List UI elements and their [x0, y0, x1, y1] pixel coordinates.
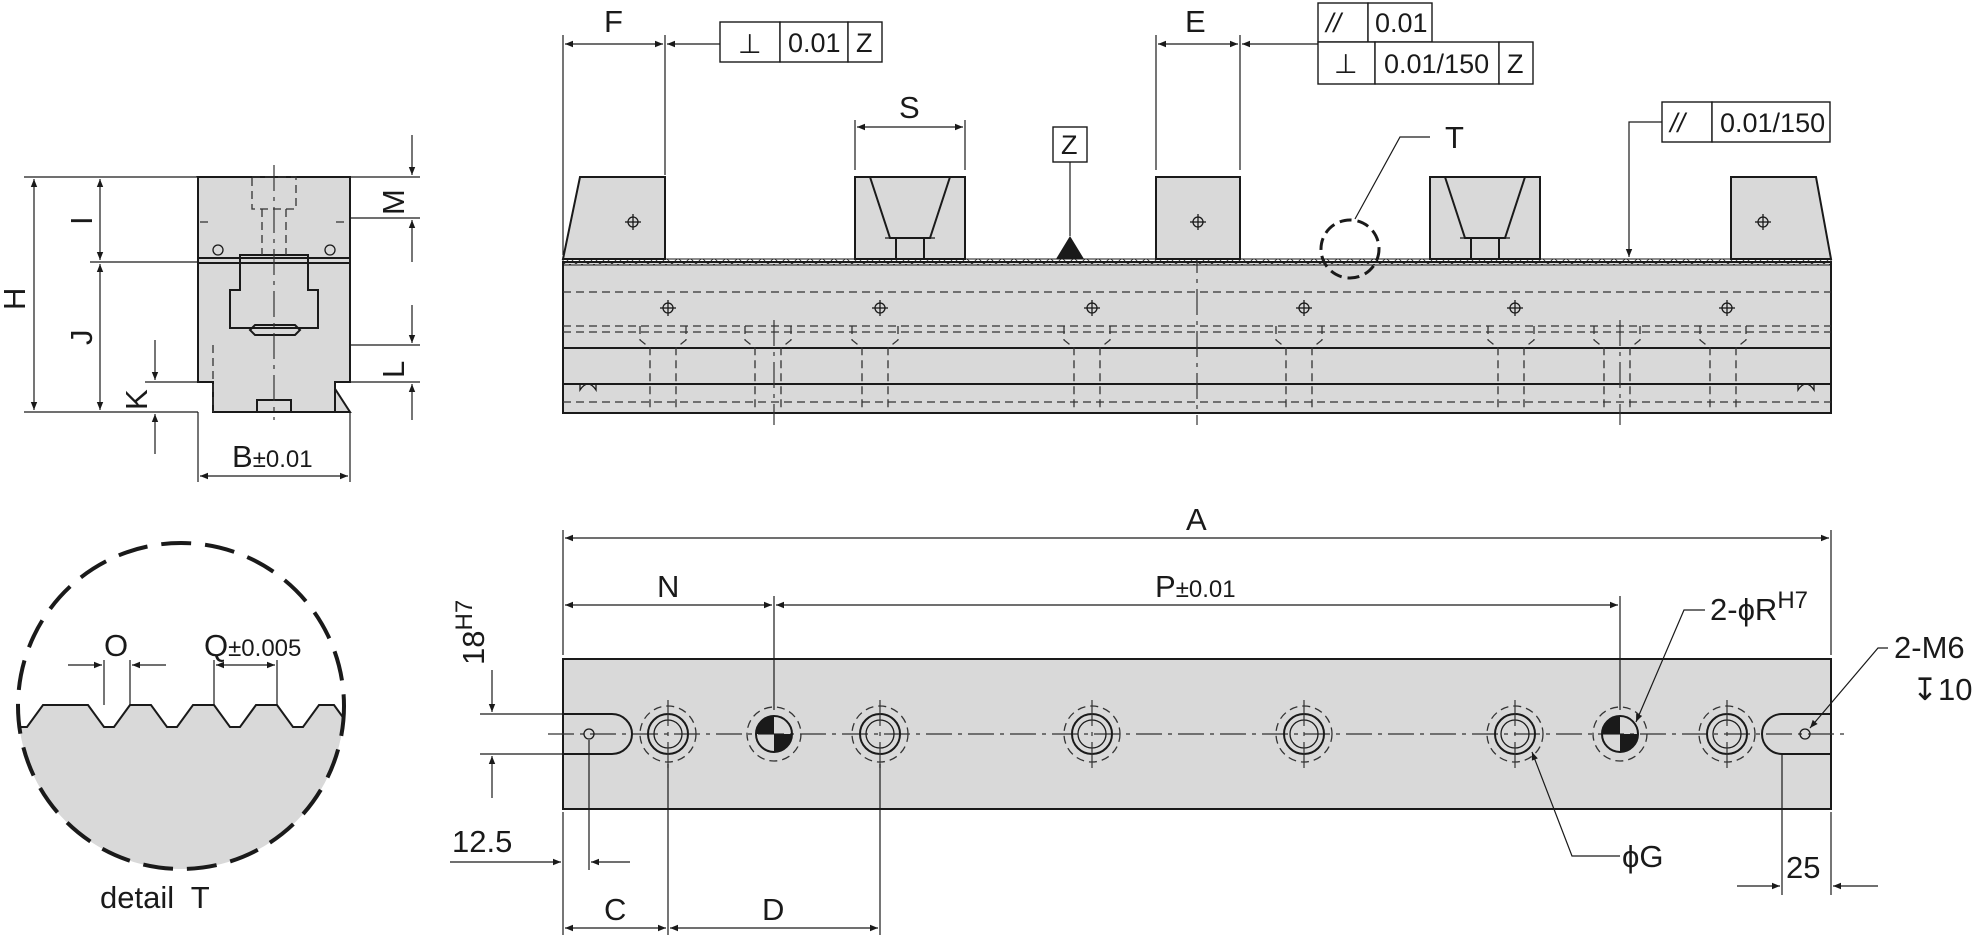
dim-F: F	[604, 4, 623, 39]
dim-18: 18	[456, 631, 491, 665]
dim-Q-tolerance: ±0.005	[228, 635, 301, 662]
dim-O: O	[104, 628, 128, 663]
svg-text:⊥: ⊥	[1334, 49, 1358, 79]
svg-text:Z: Z	[856, 28, 873, 58]
dim-R-fit: H7	[1777, 587, 1808, 614]
svg-text:18H7: 18H7	[451, 600, 491, 665]
dim-B: B	[232, 439, 253, 474]
dim-J: J	[64, 330, 99, 346]
svg-text:2-ϕRH7: 2-ϕRH7	[1710, 587, 1808, 627]
side-view: H I J K M L B±0.01	[0, 135, 420, 482]
dim-S: S	[899, 90, 920, 125]
detail-T-view: O Q±0.005 detail T	[16, 541, 346, 915]
dim-H: H	[0, 288, 32, 310]
detail-T-label: detail T	[100, 880, 210, 915]
tolerance-frame-parallel-2: // 0.01/150	[1661, 101, 1831, 143]
dim-18-fit: H7	[451, 600, 478, 631]
svg-text:0.01/150: 0.01/150	[1720, 108, 1825, 138]
dim-P: P	[1155, 569, 1176, 604]
front-screw-marks	[579, 300, 1815, 393]
svg-text:0.01: 0.01	[788, 28, 841, 58]
dim-L: L	[376, 361, 411, 378]
svg-text://: //	[1668, 108, 1688, 138]
thread-M6-label: 2-M6	[1894, 630, 1965, 665]
front-jaws	[561, 176, 1833, 260]
svg-text:⊥: ⊥	[738, 29, 762, 59]
dim-12-5: 12.5	[452, 824, 512, 859]
dim-C: C	[604, 892, 626, 927]
dim-N: N	[657, 569, 679, 604]
svg-text:0.01/150: 0.01/150	[1384, 49, 1489, 79]
dim-I: I	[64, 216, 99, 225]
top-view: A N P±0.01 18H7 2-ϕRH7 2-M6 ↧10 ϕG 12.5	[450, 502, 1972, 935]
dim-M: M	[376, 189, 411, 215]
tolerance-frame-parallel-perp: // 0.01 ⊥ 0.01/150 Z	[1317, 2, 1534, 85]
locating-pin-holes	[746, 706, 1648, 762]
dim-K: K	[119, 389, 154, 410]
detail-T-marker: T	[1445, 120, 1464, 155]
svg-text:0.01: 0.01	[1375, 8, 1428, 38]
svg-text:P±0.01: P±0.01	[1155, 569, 1236, 604]
svg-text:B±0.01: B±0.01	[232, 439, 313, 474]
front-view: Z T F ⊥ 0.01 Z S E	[561, 2, 1833, 425]
datum-Z-label: Z	[1061, 130, 1078, 160]
dim-E: E	[1185, 4, 1206, 39]
svg-text:Z: Z	[1507, 49, 1524, 79]
dim-R-label: 2-ϕR	[1710, 592, 1777, 627]
svg-text:Q±0.005: Q±0.005	[204, 628, 301, 663]
thread-M6-depth: ↧10	[1912, 672, 1972, 707]
tolerance-frame-perpendicularity-1: ⊥ 0.01 Z	[719, 21, 883, 63]
dim-A: A	[1186, 502, 1207, 537]
dim-25: 25	[1786, 850, 1820, 885]
svg-text://: //	[1324, 8, 1344, 38]
top-counterbore-holes	[639, 700, 1756, 768]
dim-D: D	[762, 892, 784, 927]
dim-G: ϕG	[1622, 839, 1663, 874]
dim-P-tolerance: ±0.01	[1176, 576, 1236, 603]
dim-B-tolerance: ±0.01	[253, 446, 313, 473]
dim-Q: Q	[204, 628, 228, 663]
